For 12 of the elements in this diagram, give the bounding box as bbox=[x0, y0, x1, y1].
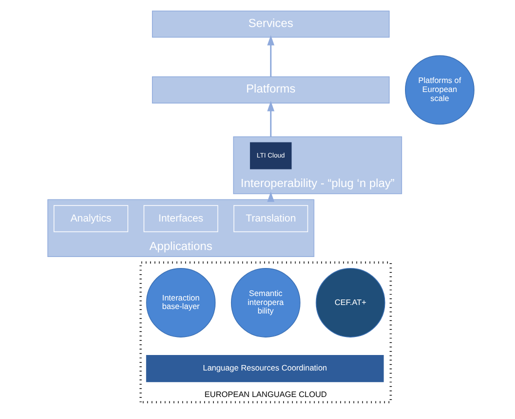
node-box: Services bbox=[151, 10, 390, 38]
node-box: Analytics bbox=[53, 205, 128, 232]
node-circle: Semantic interopera bility bbox=[230, 268, 300, 338]
node-box: Language Resources Coordination bbox=[146, 355, 384, 382]
node-circle: Platforms of European scale bbox=[404, 55, 474, 125]
arrow bbox=[266, 35, 274, 76]
node-box: Interfaces bbox=[143, 205, 218, 232]
node-box: Platforms bbox=[151, 76, 390, 104]
node-box: Translation bbox=[233, 205, 308, 232]
node-circle: CEF.AT+ bbox=[315, 268, 385, 338]
arrow bbox=[266, 100, 274, 137]
node-circle: Interaction base-layer bbox=[146, 268, 216, 338]
